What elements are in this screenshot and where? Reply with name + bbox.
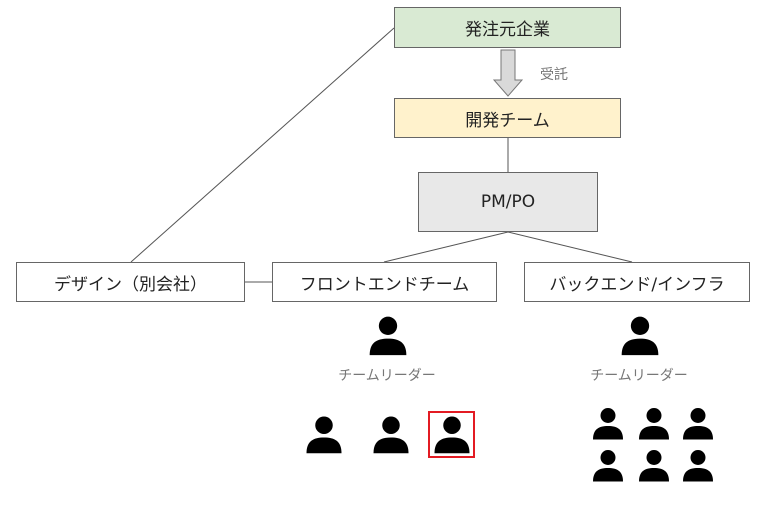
down-arrow-icon (492, 49, 524, 97)
node-frontend: フロントエンドチーム (272, 262, 497, 302)
node-backend: バックエンド/インフラ (524, 262, 750, 302)
frontend-leader-label: チームリーダー (338, 368, 436, 384)
backend-member-icon (680, 405, 716, 441)
node-frontend-label: フロントエンドチーム (299, 274, 470, 295)
node-dev-team: 開発チーム (394, 98, 621, 138)
node-pm-po-label: PM/PO (480, 192, 536, 212)
backend-member-icon (636, 447, 672, 483)
highlighted-member-frame (428, 411, 475, 458)
node-client: 発注元企業 (394, 7, 621, 48)
backend-member-icon (680, 447, 716, 483)
node-design: デザイン（別会社） (16, 262, 245, 302)
frontend-member-icon (431, 413, 473, 455)
node-backend-label: バックエンド/インフラ (549, 274, 725, 295)
line-pmpo-to-frontend (383, 231, 509, 263)
node-client-label: 発注元企業 (465, 20, 550, 40)
backend-member-icon (590, 405, 626, 441)
frontend-member-icon (303, 413, 345, 455)
backend-leader-icon (618, 313, 662, 357)
node-dev-team-label: 開発チーム (465, 110, 550, 131)
line-client-to-design (130, 27, 395, 263)
frontend-member-icon (370, 413, 412, 455)
backend-member-icon (636, 405, 672, 441)
line-pmpo-to-backend (507, 231, 633, 263)
node-design-label: デザイン（別会社） (54, 274, 207, 295)
backend-member-icon (590, 447, 626, 483)
contract-label: 受託 (540, 67, 568, 83)
backend-leader-label: チームリーダー (590, 368, 688, 384)
frontend-leader-icon (366, 313, 410, 357)
node-pm-po: PM/PO (418, 172, 598, 232)
